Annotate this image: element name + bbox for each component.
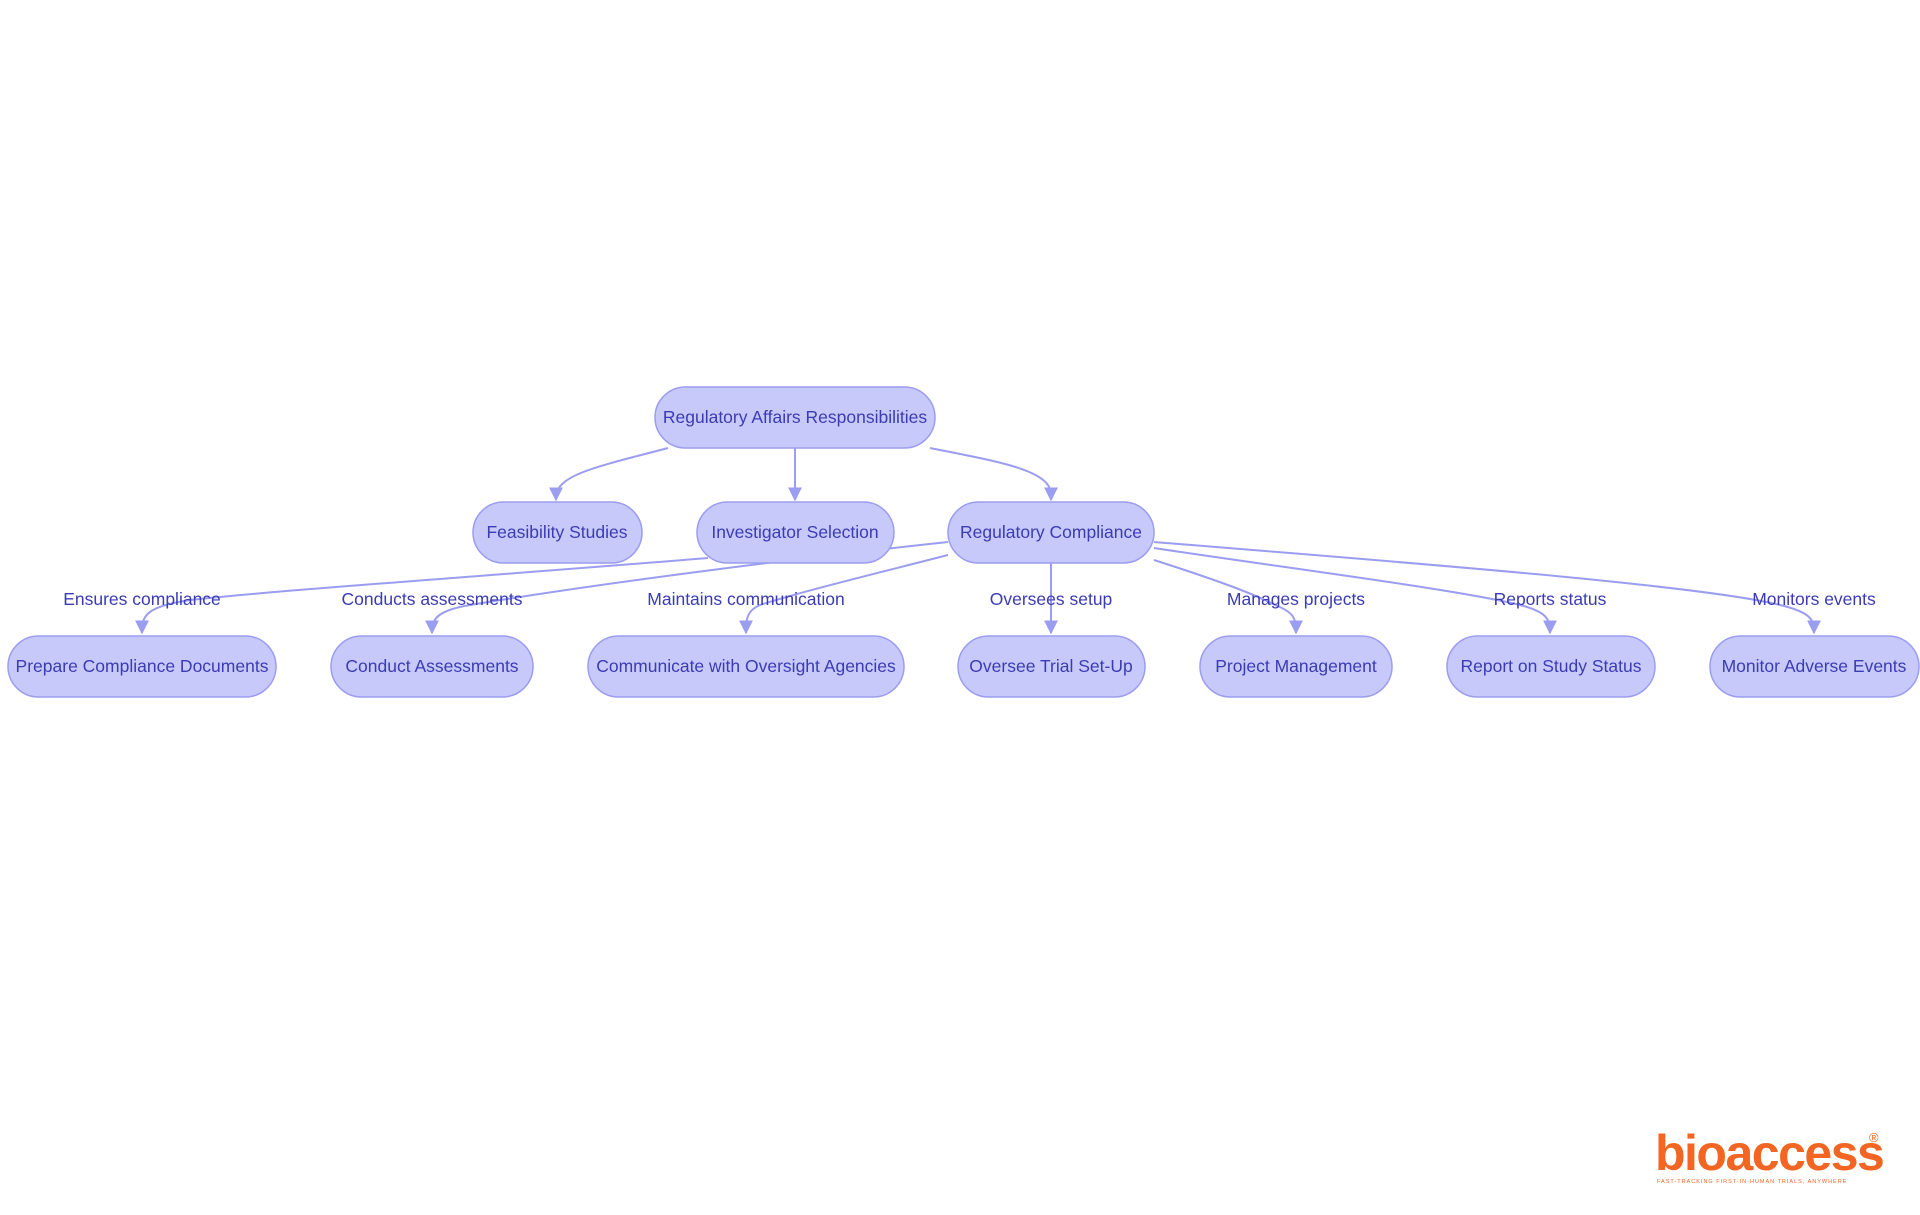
nodes-layer: Regulatory Affairs Responsibilities Feas… bbox=[7, 386, 1920, 698]
edge-investigator-prepare bbox=[135, 557, 709, 635]
node-investigator-label: Investigator Selection bbox=[711, 522, 878, 542]
node-root-label: Regulatory Affairs Responsibilities bbox=[663, 407, 928, 427]
node-report-label: Report on Study Status bbox=[1461, 656, 1642, 676]
edge-compliance-monitor bbox=[1153, 541, 1821, 635]
logo-tagline: FAST-TRACKING FIRST-IN-HUMAN TRIALS, ANY… bbox=[1657, 1179, 1848, 1185]
edge-label-oversees-setup: Oversees setup bbox=[990, 589, 1113, 609]
edge-root-compliance bbox=[929, 447, 1058, 502]
node-monitor-label: Monitor Adverse Events bbox=[1722, 656, 1907, 676]
edge-label-maintains-communication: Maintains communication bbox=[647, 589, 844, 609]
node-compliance-label: Regulatory Compliance bbox=[960, 522, 1142, 542]
edge-label-ensures-compliance: Ensures compliance bbox=[63, 589, 221, 609]
node-prepare-label: Prepare Compliance Documents bbox=[16, 656, 269, 676]
node-feasibility[interactable]: Feasibility Studies bbox=[472, 501, 643, 564]
edge-compliance-report bbox=[1153, 547, 1557, 635]
node-compliance[interactable]: Regulatory Compliance bbox=[947, 501, 1155, 564]
edge-label-conducts-assessments: Conducts assessments bbox=[342, 589, 523, 609]
edge-label-manages-projects: Manages projects bbox=[1227, 589, 1365, 609]
node-report[interactable]: Report on Study Status bbox=[1446, 635, 1656, 698]
node-communicate-label: Communicate with Oversight Agencies bbox=[596, 656, 896, 676]
edge-labels-layer: Ensures compliance Conducts assessments … bbox=[63, 589, 1876, 609]
node-oversee[interactable]: Oversee Trial Set-Up bbox=[957, 635, 1146, 698]
bioaccess-logo: bioaccess ® FAST-TRACKING FIRST-IN-HUMAN… bbox=[1655, 1128, 1885, 1188]
edge-label-monitors-events: Monitors events bbox=[1752, 589, 1876, 609]
node-feasibility-label: Feasibility Studies bbox=[486, 522, 627, 542]
node-monitor[interactable]: Monitor Adverse Events bbox=[1709, 635, 1920, 698]
node-prepare[interactable]: Prepare Compliance Documents bbox=[7, 635, 277, 698]
node-oversee-label: Oversee Trial Set-Up bbox=[969, 656, 1132, 676]
node-investigator[interactable]: Investigator Selection bbox=[696, 501, 895, 564]
edge-compliance-communicate bbox=[739, 554, 949, 635]
node-project-label: Project Management bbox=[1215, 656, 1377, 676]
node-assess-label: Conduct Assessments bbox=[345, 656, 518, 676]
logo-wordmark: bioaccess bbox=[1655, 1125, 1885, 1181]
logo-registered-mark: ® bbox=[1869, 1130, 1879, 1145]
edge-root-feasibility bbox=[549, 447, 669, 502]
edge-compliance-project bbox=[1153, 559, 1303, 635]
node-project[interactable]: Project Management bbox=[1199, 635, 1393, 698]
node-root[interactable]: Regulatory Affairs Responsibilities bbox=[654, 386, 936, 449]
edge-label-reports-status: Reports status bbox=[1494, 589, 1607, 609]
node-communicate[interactable]: Communicate with Oversight Agencies bbox=[587, 635, 905, 698]
node-assess[interactable]: Conduct Assessments bbox=[330, 635, 534, 698]
